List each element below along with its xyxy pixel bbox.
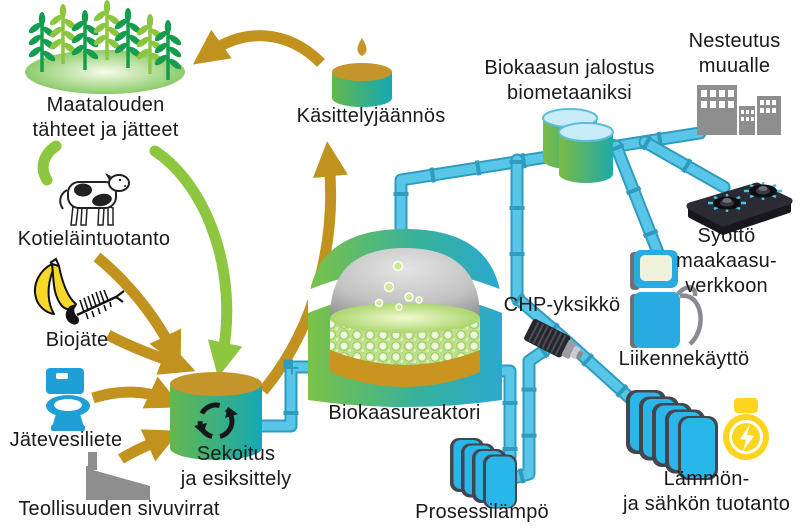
pipe-to-chp-and-heatpower	[509, 153, 659, 425]
green-cycle-arc	[37, 140, 62, 186]
residue-tank-icon	[332, 38, 392, 107]
label-upgrading: Biokaasun jalostus biometaaniksi	[452, 56, 687, 106]
label-agriculture-line1: Maatalouden	[46, 94, 165, 116]
lightbulb-icon	[723, 398, 769, 460]
label-reactor: Biokaasureaktori	[328, 402, 481, 424]
label-mixing: Sekoitus ja esiksittely	[150, 442, 322, 492]
radiator-icon	[450, 438, 517, 509]
storage-cylinders-icon	[542, 108, 614, 183]
gold-arrow-residue-to-crops	[192, 29, 325, 67]
label-upgrading-line2: biometaaniksi	[507, 82, 632, 104]
pipe-to-gas-grid	[638, 135, 731, 194]
radiator-lightbulb-icon	[626, 390, 769, 480]
gas-bubbles	[374, 260, 423, 311]
label-upgrading-line1: Biokaasun jalostus	[484, 57, 655, 79]
city-buildings-icon	[697, 85, 781, 135]
green-arrow-crops-to-mixing	[149, 145, 243, 378]
burner	[744, 182, 782, 200]
radiator-icon	[626, 390, 718, 480]
label-agriculture: Maatalouden tähteet ja jätteet	[8, 93, 203, 143]
label-heat-power-line2: ja sähkön tuotanto	[622, 493, 791, 515]
gold-arrow-livestock-to-mixing	[93, 252, 182, 368]
gas-pipes	[249, 125, 731, 490]
label-sewage: Jätevesiliete	[9, 429, 123, 451]
label-gas-grid-line1: Syöttö	[697, 225, 756, 247]
fuel-hose	[679, 293, 703, 346]
cow-icon	[59, 173, 130, 226]
toilet-icon	[46, 368, 90, 431]
label-heat-power: Lämmön- ja sähkön tuotanto	[612, 467, 801, 517]
factory-icon	[86, 452, 150, 500]
recycle-icon	[194, 402, 238, 440]
label-livestock: Kotieläintuotanto	[17, 228, 171, 250]
label-transport: Liikennekäyttö	[618, 348, 750, 370]
gold-arrow-sewage-to-mixing	[91, 376, 182, 409]
gas-stove-icon	[686, 182, 793, 235]
biogas-reactor-icon	[308, 229, 502, 407]
label-gas-grid: Syöttö maakaasu- verkkoon	[652, 224, 801, 299]
label-liquefaction-line2: muualle	[698, 55, 771, 77]
label-residue: Käsittelyjäännös	[296, 105, 446, 127]
crops-icon	[25, 0, 185, 94]
mixing-tank-icon	[170, 372, 262, 460]
droplet-icon	[357, 38, 367, 56]
label-mixing-line2: ja esiksittely	[180, 468, 292, 490]
label-industry: Teollisuuden sivuvirrat	[18, 498, 220, 520]
burner	[708, 194, 746, 212]
label-biowaste: Biojäte	[45, 329, 109, 351]
label-chp: CHP-yksikkö	[503, 294, 621, 316]
lightning-bolt-icon	[740, 424, 754, 451]
label-mixing-line1: Sekoitus	[196, 443, 276, 465]
label-liquefaction: Nesteutus muualle	[668, 29, 801, 79]
gold-arrow-industry-to-mixing	[118, 429, 181, 464]
pipe-to-transport	[609, 139, 666, 262]
chp-engine-icon	[524, 319, 584, 359]
label-gas-grid-line3: verkkoon	[685, 275, 768, 297]
label-gas-grid-line2: maakaasu-	[676, 250, 777, 272]
gold-arrow-biowaste-to-mixing	[105, 330, 196, 375]
fuel-dispenser-icon	[630, 250, 703, 348]
label-process-heat: Prosessilämpö	[415, 501, 549, 523]
label-liquefaction-line1: Nesteutus	[688, 30, 781, 52]
label-agriculture-line2: tähteet ja jätteet	[32, 119, 179, 141]
banana-fishbone-icon	[34, 257, 125, 325]
label-heat-power-line1: Lämmön-	[663, 468, 750, 490]
